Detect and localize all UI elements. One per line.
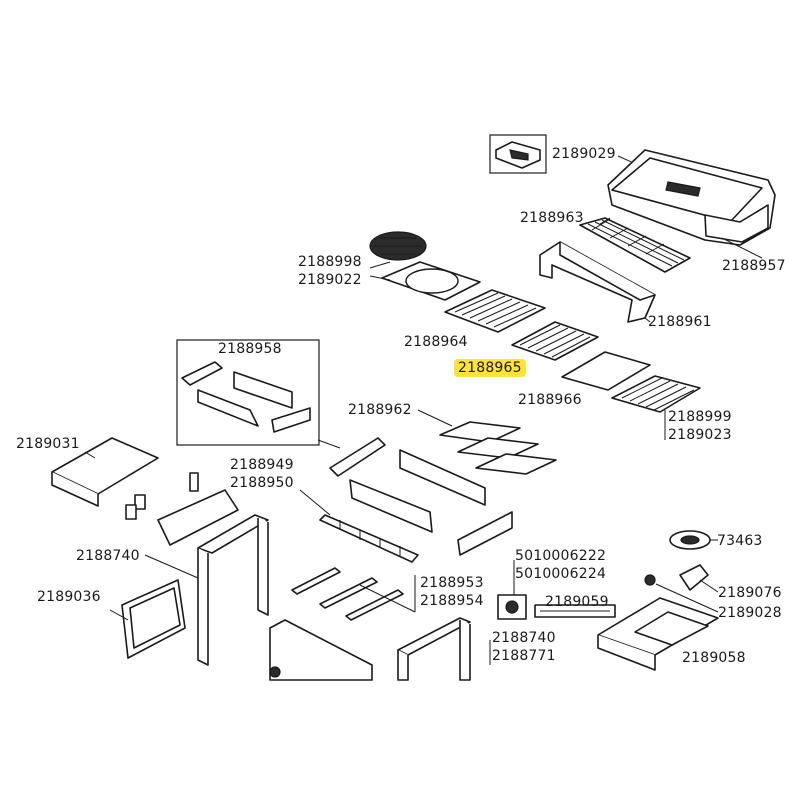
part-label-2188949: 2188949 (230, 457, 294, 473)
part-label-5010006224: 5010006224 (515, 566, 607, 582)
part-label-2188958: 2188958 (218, 341, 282, 357)
part-label-2188740-left: 2188740 (76, 548, 140, 564)
side-shelf-part (51, 437, 159, 507)
lid-handle-part (489, 134, 547, 174)
part-label-2188966: 2188966 (518, 392, 582, 408)
cooking-grate-part (444, 289, 546, 333)
part-label-2188954: 2188954 (420, 593, 484, 609)
warming-rack-part (579, 217, 691, 273)
hose-part (534, 604, 616, 618)
round-grate-frame-part (381, 261, 481, 301)
round-grate-part (369, 231, 427, 261)
part-label-2188957: 2188957 (722, 258, 786, 274)
part-label-2189076: 2189076 (718, 585, 782, 601)
part-label-2189058: 2189058 (682, 650, 746, 666)
firebox-inset-part (176, 339, 320, 446)
door-panel-part (121, 579, 186, 659)
part-label-2189023: 2189023 (668, 427, 732, 443)
part-label-5010006222: 5010006222 (515, 548, 607, 564)
part-label-2189028: 2189028 (718, 605, 782, 621)
part-label-73463: 73463 (717, 533, 763, 549)
right-cart-frame-part (397, 617, 471, 681)
part-label-2188998: 2188998 (298, 254, 362, 270)
part-label-2188999: 2188999 (668, 409, 732, 425)
part-label-2189036: 2189036 (37, 589, 101, 605)
firebox-assembly-part (329, 437, 513, 556)
side-burner-tray-part (597, 597, 719, 671)
part-label-2188964: 2188964 (404, 334, 468, 350)
back-panel-part (539, 241, 656, 323)
highlighted-cooking-grate-part (511, 321, 599, 361)
part-label-2188740-right: 2188740 (492, 630, 556, 646)
grill-lid-part (607, 149, 776, 246)
side-grate-part (611, 375, 701, 413)
part-label-2189029: 2189029 (552, 146, 616, 162)
griddle-plate-part (561, 351, 651, 391)
part-label-2188961: 2188961 (648, 314, 712, 330)
bottom-rails-part (291, 567, 404, 621)
part-label-2189059: 2189059 (545, 594, 609, 610)
burner-ring-part (669, 530, 711, 550)
control-panel-part (125, 472, 419, 563)
flame-tamers-part (439, 421, 557, 475)
part-label-2188965-highlighted: 2188965 (454, 359, 526, 377)
part-label-2188962: 2188962 (348, 402, 412, 418)
regulator-part (497, 594, 527, 620)
part-label-2188771: 2188771 (492, 648, 556, 664)
part-label-2188953: 2188953 (420, 575, 484, 591)
burner-valve-part (644, 564, 709, 591)
part-label-2189031: 2189031 (16, 436, 80, 452)
part-label-2188950: 2188950 (230, 475, 294, 491)
part-label-2188963: 2188963 (520, 210, 584, 226)
cart-frame-part (197, 514, 269, 666)
part-label-2189022: 2189022 (298, 272, 362, 288)
front-panel-part (269, 619, 373, 681)
